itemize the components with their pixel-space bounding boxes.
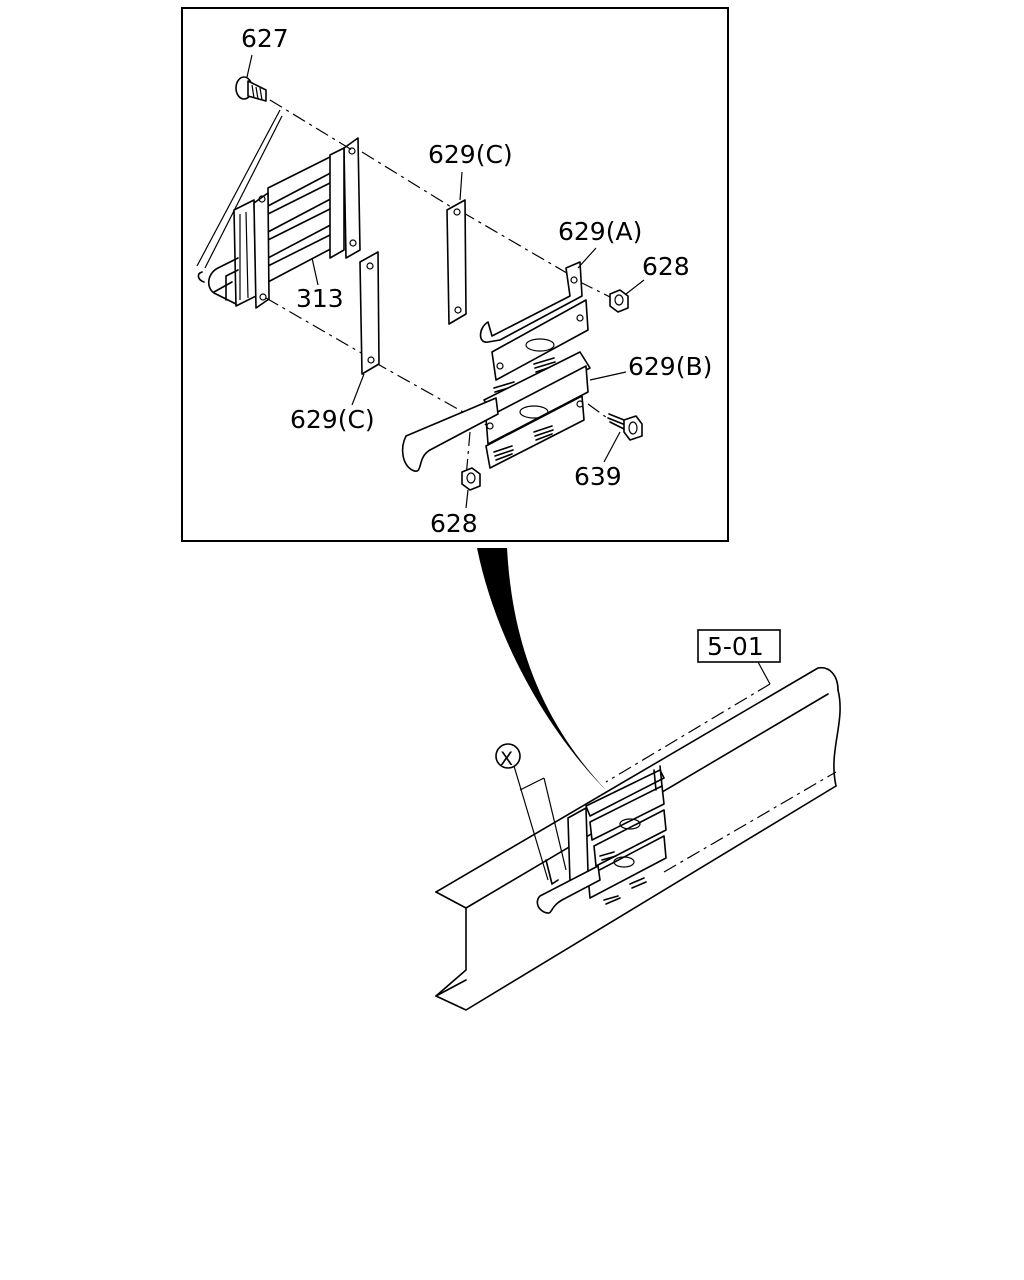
detail-frame xyxy=(181,7,729,542)
label-628-bottom: 628 xyxy=(430,509,478,538)
detail-leader xyxy=(477,548,606,790)
bracket-629a xyxy=(479,247,597,397)
label-628-top: 628 xyxy=(642,252,690,281)
label-627: 627 xyxy=(241,24,289,53)
label-629c-top: 629(C) xyxy=(428,140,513,169)
nut-628-bottom xyxy=(461,467,481,509)
bracket-629b xyxy=(401,351,627,472)
frame-mounted-cooler xyxy=(536,765,667,914)
label-detail-x: X xyxy=(500,748,513,770)
frame-rail xyxy=(435,666,841,1011)
strap-629c-bottom xyxy=(351,251,380,406)
assembly-lines xyxy=(265,99,613,479)
label-639: 639 xyxy=(574,462,622,491)
strap-629c-top xyxy=(446,171,467,325)
bolt-639 xyxy=(603,413,643,463)
detail-x-callout: X xyxy=(495,743,567,881)
label-313: 313 xyxy=(296,284,344,313)
label-629b: 629(B) xyxy=(628,352,712,381)
bolt-627 xyxy=(235,54,267,102)
label-ref-501: 5-01 xyxy=(707,632,764,661)
label-629a: 629(A) xyxy=(558,217,642,246)
reference-box-5-01: 5-01 xyxy=(697,629,781,685)
nut-628-top xyxy=(609,279,645,313)
oil-cooler-313 xyxy=(196,109,361,309)
label-629c-bottom: 629(C) xyxy=(290,405,375,434)
